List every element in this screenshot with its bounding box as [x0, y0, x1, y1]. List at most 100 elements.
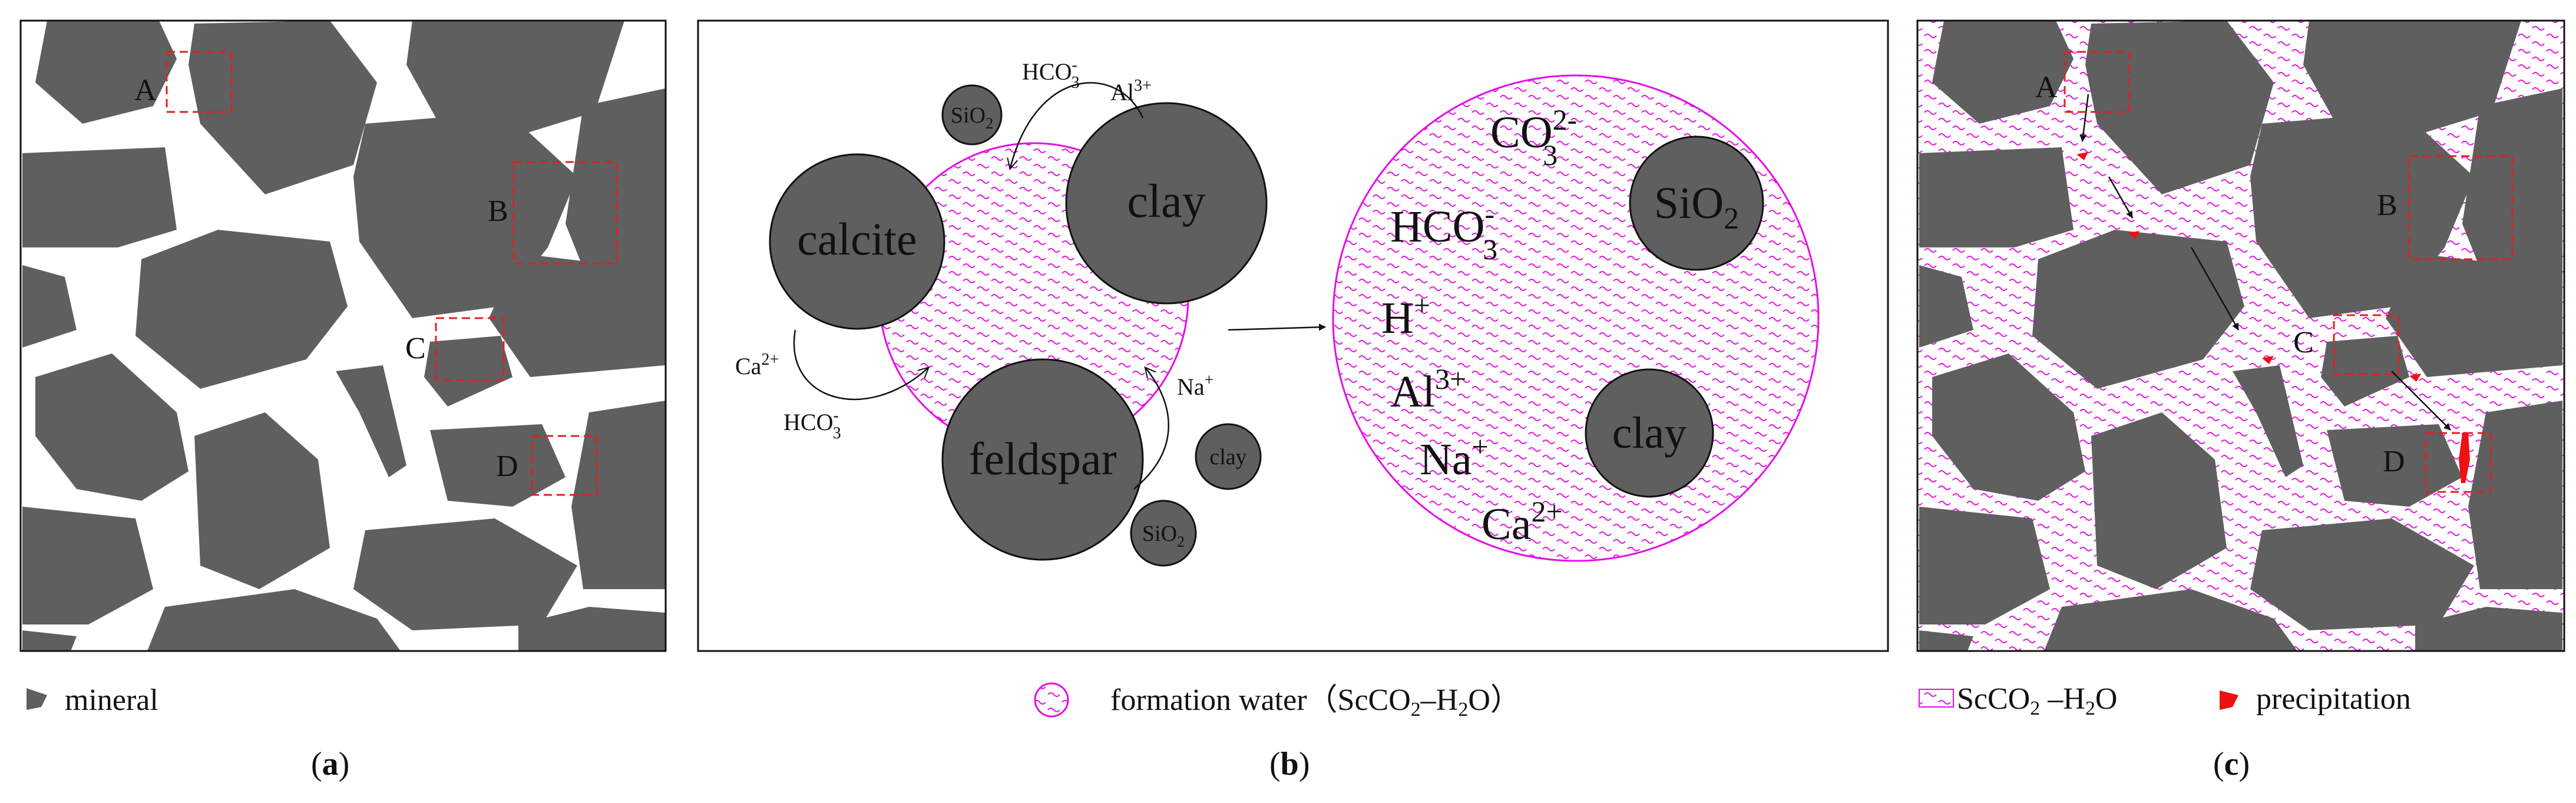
clay-grain-large: [1585, 368, 1714, 498]
precipitation-marker: [2409, 374, 2421, 382]
caption-a: (a): [311, 746, 349, 782]
ion-na-left: Na+: [1177, 371, 1213, 400]
ion-ca-left: Ca2+: [735, 351, 779, 379]
panel-c: A B C D ScCO2 –H2O precipitation (c): [1916, 19, 2565, 782]
mineral-grain: [22, 507, 153, 624]
path-segment: [2108, 176, 2134, 219]
mineral-grain: [518, 607, 666, 651]
mineral-grain: [2032, 230, 2244, 389]
mineral-grain: [489, 253, 666, 377]
clay-grain-small: [1195, 423, 1262, 490]
box-c: [2333, 314, 2400, 375]
label-a: A: [134, 74, 157, 107]
path-segment: [2079, 94, 2089, 142]
mineral-grain: [424, 336, 512, 407]
path-segment: [2391, 371, 2451, 431]
feldspar-label: feldspar: [968, 433, 1116, 484]
sio2-grain-small-2: [1130, 500, 1197, 567]
ion-hco3: HCO-3: [1390, 197, 1497, 266]
clay-grain: [1065, 102, 1268, 305]
arrow-to-solution: [1228, 323, 1326, 331]
mineral-grain: [2327, 424, 2462, 507]
mineral-grain: [2085, 21, 2274, 194]
mineral-grain: [336, 365, 406, 477]
mineral-grain: [406, 21, 624, 136]
mineral-grain: [1919, 147, 2074, 247]
label-d: D: [2383, 445, 2405, 478]
feldspar-grain: [941, 358, 1144, 561]
mineral-grain: [22, 265, 77, 348]
calcite-label: calcite: [797, 213, 917, 265]
box-d: [531, 435, 598, 496]
precipitation-legend-icon: [2220, 690, 2238, 710]
mineral-grain: [1932, 353, 2085, 501]
ion-hco3-bottom: HCO-3: [783, 407, 841, 442]
box-a: [166, 51, 233, 113]
mineral-grain: [2303, 21, 2521, 136]
migration-path: [2079, 94, 2451, 431]
mineral-grain: [194, 412, 330, 589]
mineral-grain: [35, 353, 189, 501]
formation-water-legend-label: formation water（ScCO2–H2O）: [1110, 683, 1521, 721]
mineral-grain: [571, 401, 666, 589]
mineral-grain: [2321, 336, 2409, 407]
box-b: [512, 161, 618, 265]
label-b: B: [488, 194, 508, 228]
box-c: [435, 317, 505, 381]
ion-co3: CO2-3: [1490, 103, 1577, 171]
ion-al: Al3+: [1390, 362, 1466, 417]
mineral-grain: [2386, 253, 2562, 377]
scco2-legend-icon: [1919, 689, 1954, 708]
formation-water-legend-icon: [1034, 682, 1069, 718]
clay-label: clay: [1127, 176, 1205, 227]
mineral-grain: [189, 21, 377, 194]
mineral-legend-label: mineral: [65, 683, 158, 717]
mineral-grain: [2250, 518, 2474, 630]
sio2-small-label: SiO2: [951, 103, 993, 132]
box-d: [2425, 432, 2492, 493]
sio2-grain-small: [941, 84, 1003, 146]
mineral-grain: [2468, 401, 2562, 589]
clay-small-label: clay: [1209, 445, 1246, 470]
mineral-grain: [2233, 365, 2303, 477]
highlight-boxes-c: [2064, 51, 2514, 493]
mineral-grain: [22, 147, 177, 247]
caption-b: (b): [1269, 746, 1310, 782]
label-a: A: [2035, 71, 2058, 104]
sio2-small-label-2: SiO2: [1142, 521, 1185, 550]
mineral-grain: [22, 630, 77, 651]
path-segment: [2190, 247, 2240, 331]
mineral-grains: [22, 21, 666, 651]
arrow-clay-to-water: [1010, 82, 1144, 168]
ion-h: H+: [1381, 289, 1430, 343]
label-d: D: [496, 450, 518, 483]
precipitation-marker: [2262, 356, 2274, 364]
mineral-grain: [2091, 412, 2227, 589]
mineral-grain: [2415, 607, 2562, 651]
calcite-grain: [769, 153, 945, 330]
label-c: C: [2293, 326, 2314, 359]
label-b: B: [2377, 189, 2398, 222]
mineral-grain: [1932, 21, 2074, 124]
mineral-legend-icon: [27, 688, 47, 710]
ion-ca: Ca2+: [1482, 495, 1563, 549]
precipitation-marker: [2128, 231, 2139, 239]
mineral-grain: [1919, 630, 1973, 651]
caption-c: (c): [2213, 746, 2250, 782]
mineral-grains-c: [1919, 21, 2562, 651]
mineral-grain: [1919, 507, 2050, 624]
arrow-calcite-to-water: [793, 329, 928, 401]
label-c: C: [405, 332, 426, 365]
mineral-grain: [135, 230, 348, 389]
mineral-grain: [566, 88, 666, 283]
precipitation-legend-label: precipitation: [2256, 682, 2411, 716]
ion-hco3-top: HCO-3: [1022, 56, 1080, 92]
mineral-grain: [2044, 589, 2297, 651]
mineral-grain: [147, 589, 401, 651]
sio2-grain-large: [1629, 136, 1764, 271]
highlight-boxes: [166, 51, 618, 496]
precipitation-marker: [2459, 433, 2470, 483]
panel-a: A B C D mineral (a): [19, 19, 667, 782]
clay-large-label: clay: [1612, 408, 1687, 458]
